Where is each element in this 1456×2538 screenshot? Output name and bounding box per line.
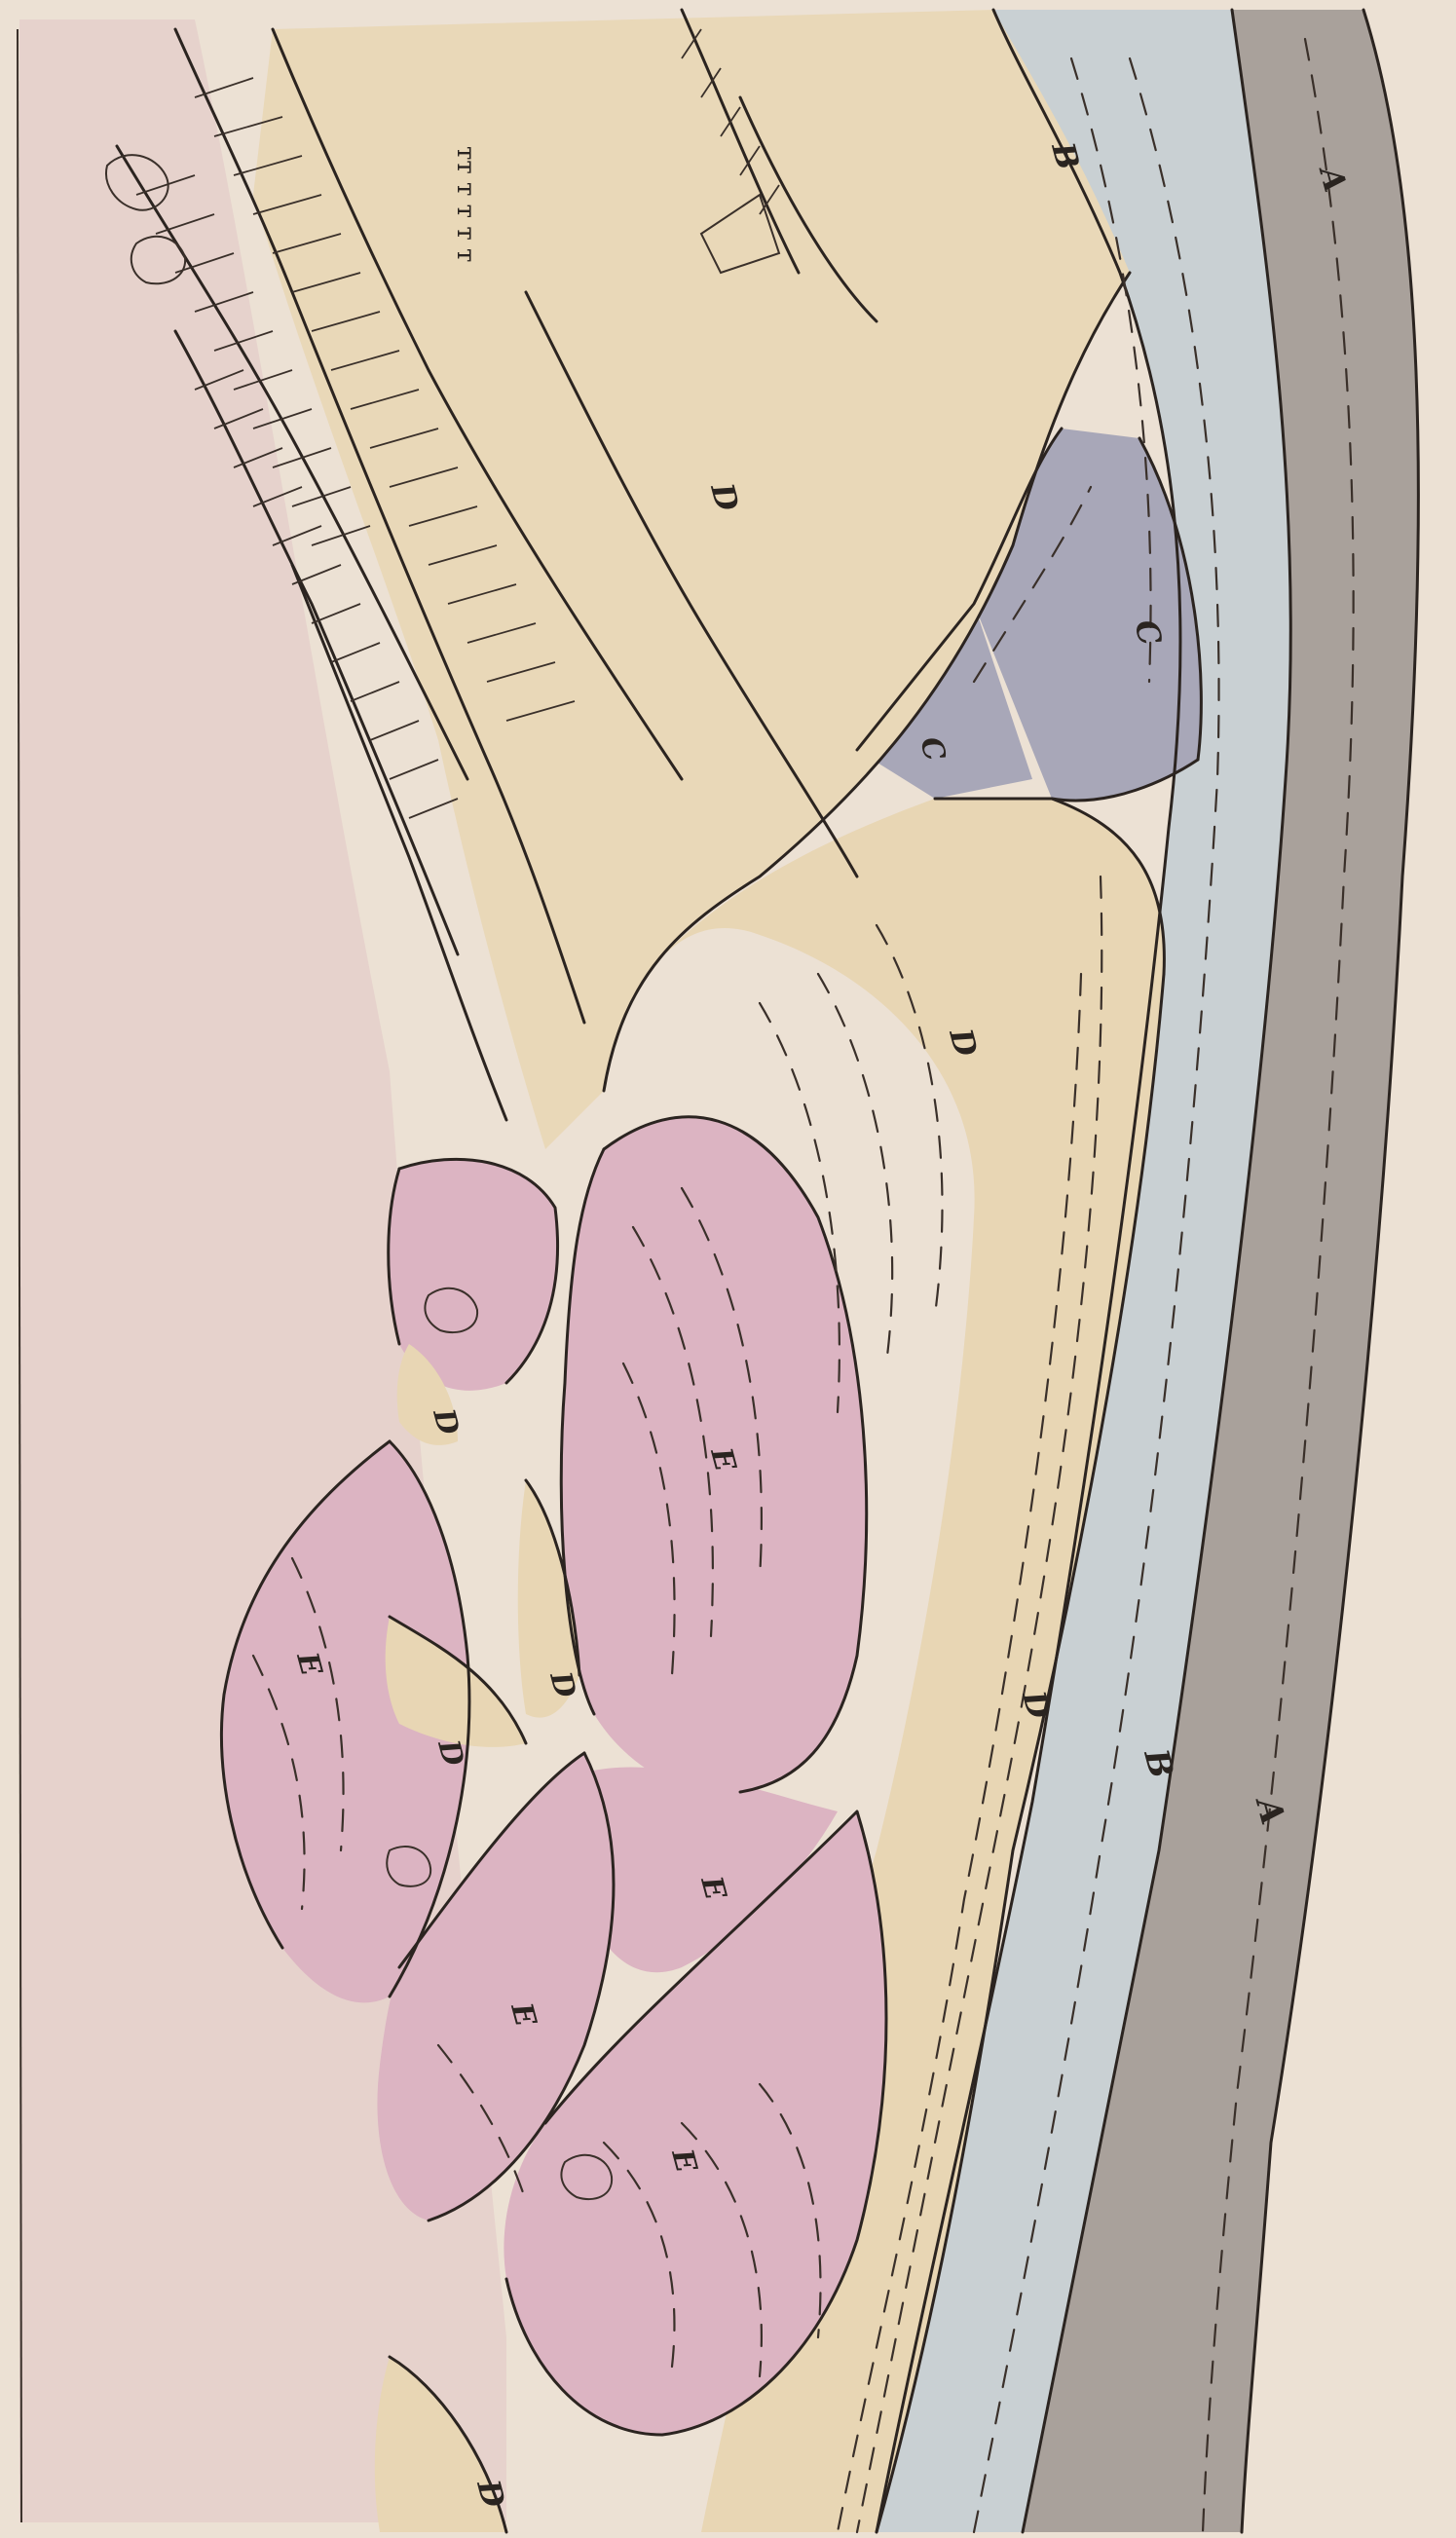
inscription: ᴛᴛ ᴛ ᴛ ᴛ ᴛ	[451, 146, 480, 262]
